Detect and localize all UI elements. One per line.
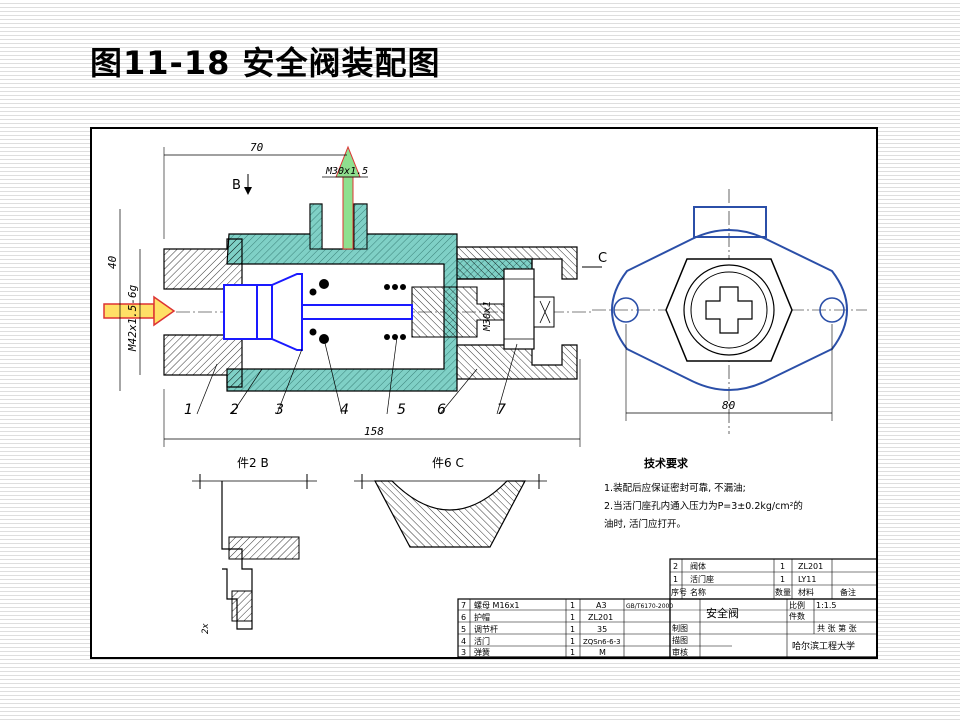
bom-header-name: 名称	[690, 587, 706, 597]
bom-top-mat: ZL201	[798, 562, 823, 571]
tech-line-1: 1.装配后应保证密封可靠, 不漏油;	[604, 482, 746, 494]
assembly-drawing: 70 M30x1.5 40 M42x1.5-6g M30x1 158 B C 1	[103, 141, 879, 658]
trace-label: 描图	[672, 635, 688, 645]
check-label: 审核	[672, 647, 688, 657]
dim-side-width: 80	[722, 399, 736, 412]
adjust-screw-head	[503, 268, 535, 350]
balloon-5: 5	[397, 402, 406, 418]
bom-left-qty: 1	[570, 625, 575, 634]
bom-header-qty: 数量	[775, 587, 791, 597]
bom-left-mat: ZQSn6-6-3	[583, 638, 621, 646]
dim-length-bottom: 158	[364, 425, 384, 438]
bom-top-name: 活门座	[690, 574, 714, 584]
bom-top-name: 阀体	[690, 561, 706, 571]
tech-heading: 技术要求	[644, 456, 689, 470]
balloon-2: 2	[230, 402, 239, 418]
bom-left-name: 螺母 M16x1	[474, 600, 519, 610]
slide-title: 图11-18 安全阀装配图	[90, 44, 441, 82]
bom-header-no: 序号	[671, 587, 687, 597]
section-view: 70 M30x1.5 40 M42x1.5-6g M30x1 158 B C 1	[103, 141, 607, 447]
bom-top-mat: LY11	[798, 575, 816, 584]
inlet-arrow	[103, 295, 176, 327]
scale-value: 1:1.5	[816, 601, 837, 610]
label-part6: 件6 C	[432, 456, 464, 470]
scale-label: 比例	[789, 600, 805, 610]
sheet-count: 共 张 第 张	[817, 623, 857, 633]
bom-left-mat: A3	[596, 601, 607, 610]
school-name: 哈尔滨工程大学	[792, 640, 855, 652]
bom-left-name: 调节杆	[474, 624, 498, 634]
bom-left-note: GB/T6170-2000	[626, 603, 673, 610]
dim-height-left: 40	[106, 255, 119, 269]
bom-left-qty: 1	[570, 601, 575, 610]
count-label: 件数	[789, 611, 805, 621]
bom-left-no: 5	[461, 625, 466, 634]
dim-small: 2x	[201, 623, 211, 634]
view-label-b: B	[232, 178, 241, 193]
cap-nut	[456, 246, 578, 280]
bom-left-qty: 1	[570, 637, 575, 646]
label-part2: 件2 B	[237, 456, 269, 470]
valve-plug	[223, 273, 413, 351]
bom-top-qty: 1	[780, 575, 785, 584]
balloon-3: 3	[275, 402, 284, 418]
bom-top-no: 2	[673, 562, 678, 571]
drawn-label: 制图	[672, 623, 688, 633]
bom-left-no: 3	[461, 648, 466, 657]
leader-lines	[196, 336, 518, 415]
dim-thread-right: M30x1	[482, 301, 493, 332]
bom-left-qty: 1	[570, 613, 575, 622]
bom-left-no: 4	[461, 637, 466, 646]
tech-line-2: 2.当活门座孔内通入压力为P=3±0.2kg/cm²的	[604, 500, 803, 512]
view-label-c: C	[598, 251, 607, 266]
balloon-6: 6	[437, 402, 446, 418]
valve-seat	[163, 238, 243, 290]
bom-left-name: 活门	[474, 636, 490, 646]
bom-left-no: 7	[461, 601, 466, 610]
balloon-7: 7	[497, 402, 506, 418]
bom-text: 2 阀体 1 ZL201 1 活门座 1 LY11 序号 名称 数量 材料 备注…	[461, 561, 857, 657]
bom-top-qty: 1	[780, 562, 785, 571]
bom-left-mat: ZL201	[588, 613, 613, 622]
outlet-arrow	[335, 145, 361, 250]
bom-left-name: 护帽	[474, 612, 490, 622]
tech-line-3: 油时, 活门应打开。	[604, 518, 686, 530]
balloon-1: 1	[184, 402, 193, 418]
bom-header-mat: 材料	[798, 587, 814, 597]
bom-header-note: 备注	[840, 587, 856, 597]
bom-left-mat: 35	[597, 625, 607, 634]
detail-part2: 件2 B 2x	[192, 456, 317, 634]
drawing-sheet: 70 M30x1.5 40 M42x1.5-6g M30x1 158 B C 1	[90, 127, 879, 659]
bom-left-mat: M	[599, 648, 606, 657]
dim-thread-left: M42x1.5-6g	[126, 284, 139, 352]
bom-left-no: 6	[461, 613, 466, 622]
detail-part6: 件6 C	[354, 456, 547, 548]
part-name: 安全阀	[706, 606, 739, 620]
bom-left-name: 弹簧	[474, 647, 490, 657]
bom-left-qty: 1	[570, 648, 575, 657]
dim-thread-top: M30x1.5	[325, 166, 368, 177]
dim-length-top: 70	[250, 141, 264, 154]
cross-slot	[705, 286, 753, 334]
balloon-4: 4	[340, 402, 349, 418]
tech-requirements: 技术要求 1.装配后应保证密封可靠, 不漏油; 2.当活门座孔内通入压力为P=3…	[604, 456, 803, 530]
side-view: 80	[592, 189, 867, 434]
bom-top-no: 1	[673, 575, 678, 584]
